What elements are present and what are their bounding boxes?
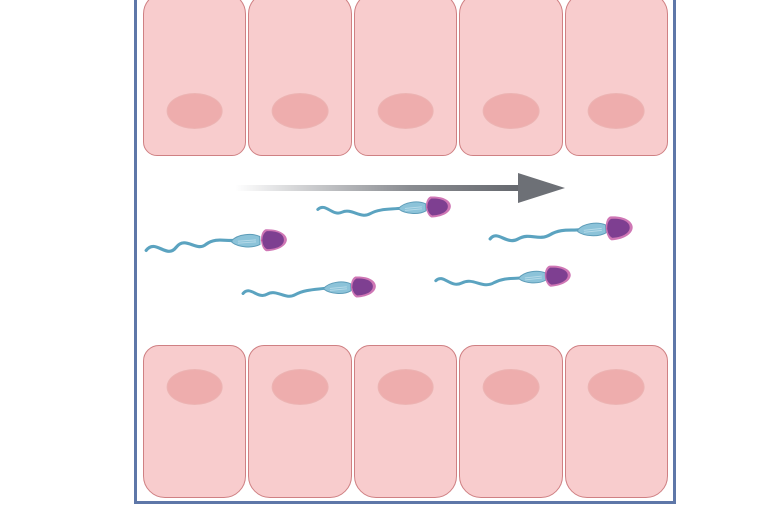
- cell-nucleus: [271, 369, 329, 405]
- sperm-cell-1: [144, 229, 287, 253]
- sperm-cell-4: [241, 276, 376, 298]
- cell-nucleus: [587, 369, 645, 405]
- direction-of-flow-arrow: [235, 173, 565, 203]
- sperm-layer: [134, 160, 676, 345]
- epithelial-cell: [248, 0, 352, 156]
- bottom-epithelium-row: [143, 345, 669, 498]
- cell-nucleus: [166, 369, 224, 405]
- epithelial-cell: [143, 0, 247, 156]
- epithelial-cell: [248, 345, 352, 498]
- cell-nucleus: [587, 93, 645, 129]
- frame-border-bottom: [134, 501, 676, 504]
- sperm-cell-3: [488, 216, 633, 243]
- cell-nucleus: [377, 93, 434, 129]
- cell-nucleus: [482, 93, 540, 129]
- cell-nucleus: [377, 369, 434, 405]
- epithelial-cell: [143, 345, 247, 498]
- epithelial-cell: [353, 0, 458, 156]
- sperm-cell-2: [316, 196, 451, 218]
- epithelial-cell: [564, 0, 669, 156]
- epithelial-cell: [353, 345, 458, 498]
- top-epithelium-row: [143, 0, 669, 156]
- epithelial-cell: [564, 345, 669, 498]
- sperm-cell-5: [434, 265, 571, 287]
- cell-nucleus: [482, 369, 540, 405]
- cell-nucleus: [271, 93, 329, 129]
- frame-border-left: [134, 0, 137, 504]
- cell-nucleus: [166, 93, 224, 129]
- frame-border-right: [673, 0, 676, 504]
- epithelial-cell: [459, 345, 563, 498]
- epithelial-cell: [459, 0, 563, 156]
